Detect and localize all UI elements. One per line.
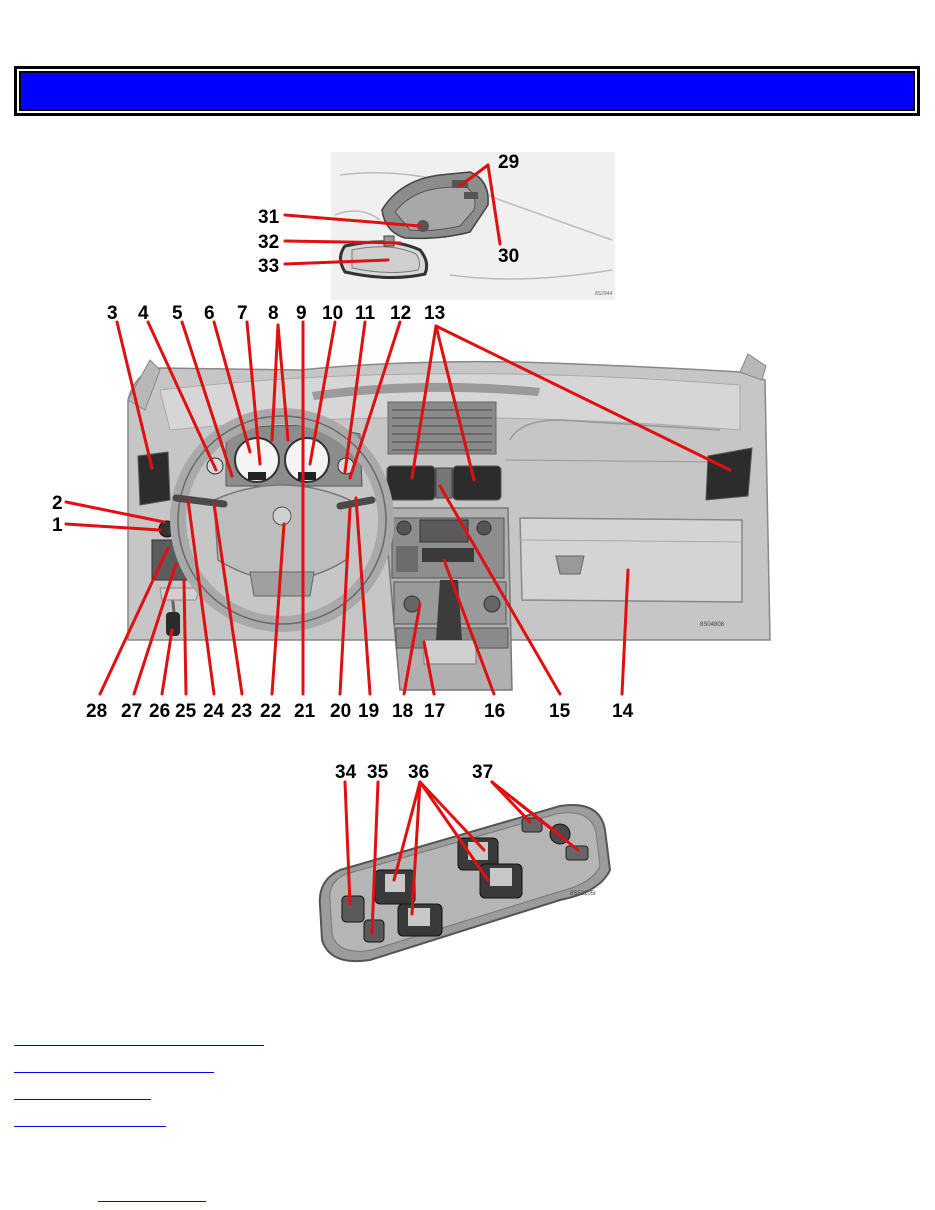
callout-9: 9 (296, 303, 307, 324)
overhead-switch-29 (452, 180, 468, 188)
callout-24: 24 (203, 701, 225, 722)
central-lock-switch (363, 919, 385, 943)
callout-29: 29 (498, 152, 519, 173)
callout-21: 21 (294, 701, 316, 722)
left-stalk (172, 494, 228, 508)
callout-22: 22 (260, 701, 281, 722)
callout-35: 35 (367, 762, 389, 783)
child-lock-switch (341, 895, 365, 923)
callout-13: 13 (424, 303, 445, 324)
callout-6: 6 (204, 303, 215, 324)
title-banner (14, 66, 920, 116)
callout-19: 19 (358, 701, 379, 722)
right-side-vent (705, 447, 753, 501)
hazard-switch (435, 467, 453, 499)
callout-4: 4 (138, 303, 149, 324)
glovebox (519, 517, 743, 603)
reading-light (417, 220, 429, 232)
glovebox-handle (555, 555, 585, 575)
overhead-console-figure: 8S2944 29 30 31 32 33 (258, 152, 615, 300)
overhead-figure-code: 8S2944 (595, 291, 612, 297)
dashboard-figure: 8S04808 (52, 303, 771, 722)
callout-23: 23 (231, 701, 252, 722)
callout-2: 2 (52, 493, 63, 514)
overhead-switch-30 (464, 192, 478, 199)
callout-11: 11 (355, 303, 376, 324)
bonnet-release (166, 612, 180, 636)
callout-14: 14 (612, 701, 634, 722)
callout-28: 28 (86, 701, 107, 722)
nav-link-3[interactable] (14, 1099, 151, 1100)
callout-1: 1 (52, 515, 63, 536)
nav-link-2[interactable] (14, 1072, 214, 1073)
callout-30: 30 (498, 246, 519, 267)
callout-27: 27 (121, 701, 142, 722)
callout-15: 15 (549, 701, 571, 722)
center-vent-right (452, 465, 502, 501)
callout-12: 12 (390, 303, 411, 324)
center-vent-left (386, 465, 436, 501)
title-banner-fill (19, 71, 915, 111)
callout-34: 34 (335, 762, 357, 783)
dashboard-figure-code: 8S04808 (700, 622, 725, 628)
callout-36: 36 (408, 762, 429, 783)
nav-link-1[interactable] (14, 1045, 264, 1046)
callout-37: 37 (472, 762, 493, 783)
callout-33: 33 (258, 256, 279, 277)
ashtray (423, 639, 477, 665)
callout-20: 20 (330, 701, 351, 722)
callout-32: 32 (258, 232, 279, 253)
door-switch-panel-figure: 8S52105r 34 35 36 37 (318, 762, 612, 962)
callout-10: 10 (322, 303, 343, 324)
callout-26: 26 (149, 701, 170, 722)
horn-emblem (272, 506, 292, 526)
mirror-select-left (521, 817, 543, 833)
callout-16: 16 (484, 701, 505, 722)
callout-5: 5 (172, 303, 183, 324)
door-figure-code: 8S52105r (570, 891, 596, 897)
footer-link[interactable] (98, 1201, 206, 1202)
callout-3: 3 (107, 303, 118, 324)
left-side-vent (137, 451, 171, 506)
callout-7: 7 (237, 303, 248, 324)
tachometer (284, 437, 330, 483)
callout-17: 17 (424, 701, 445, 722)
callout-31: 31 (258, 207, 280, 228)
mirror-select-right (565, 845, 589, 861)
callout-18: 18 (392, 701, 413, 722)
callout-25: 25 (175, 701, 197, 722)
gear-selector (436, 580, 462, 640)
callout-8: 8 (268, 303, 279, 324)
nav-link-4[interactable] (14, 1126, 166, 1127)
